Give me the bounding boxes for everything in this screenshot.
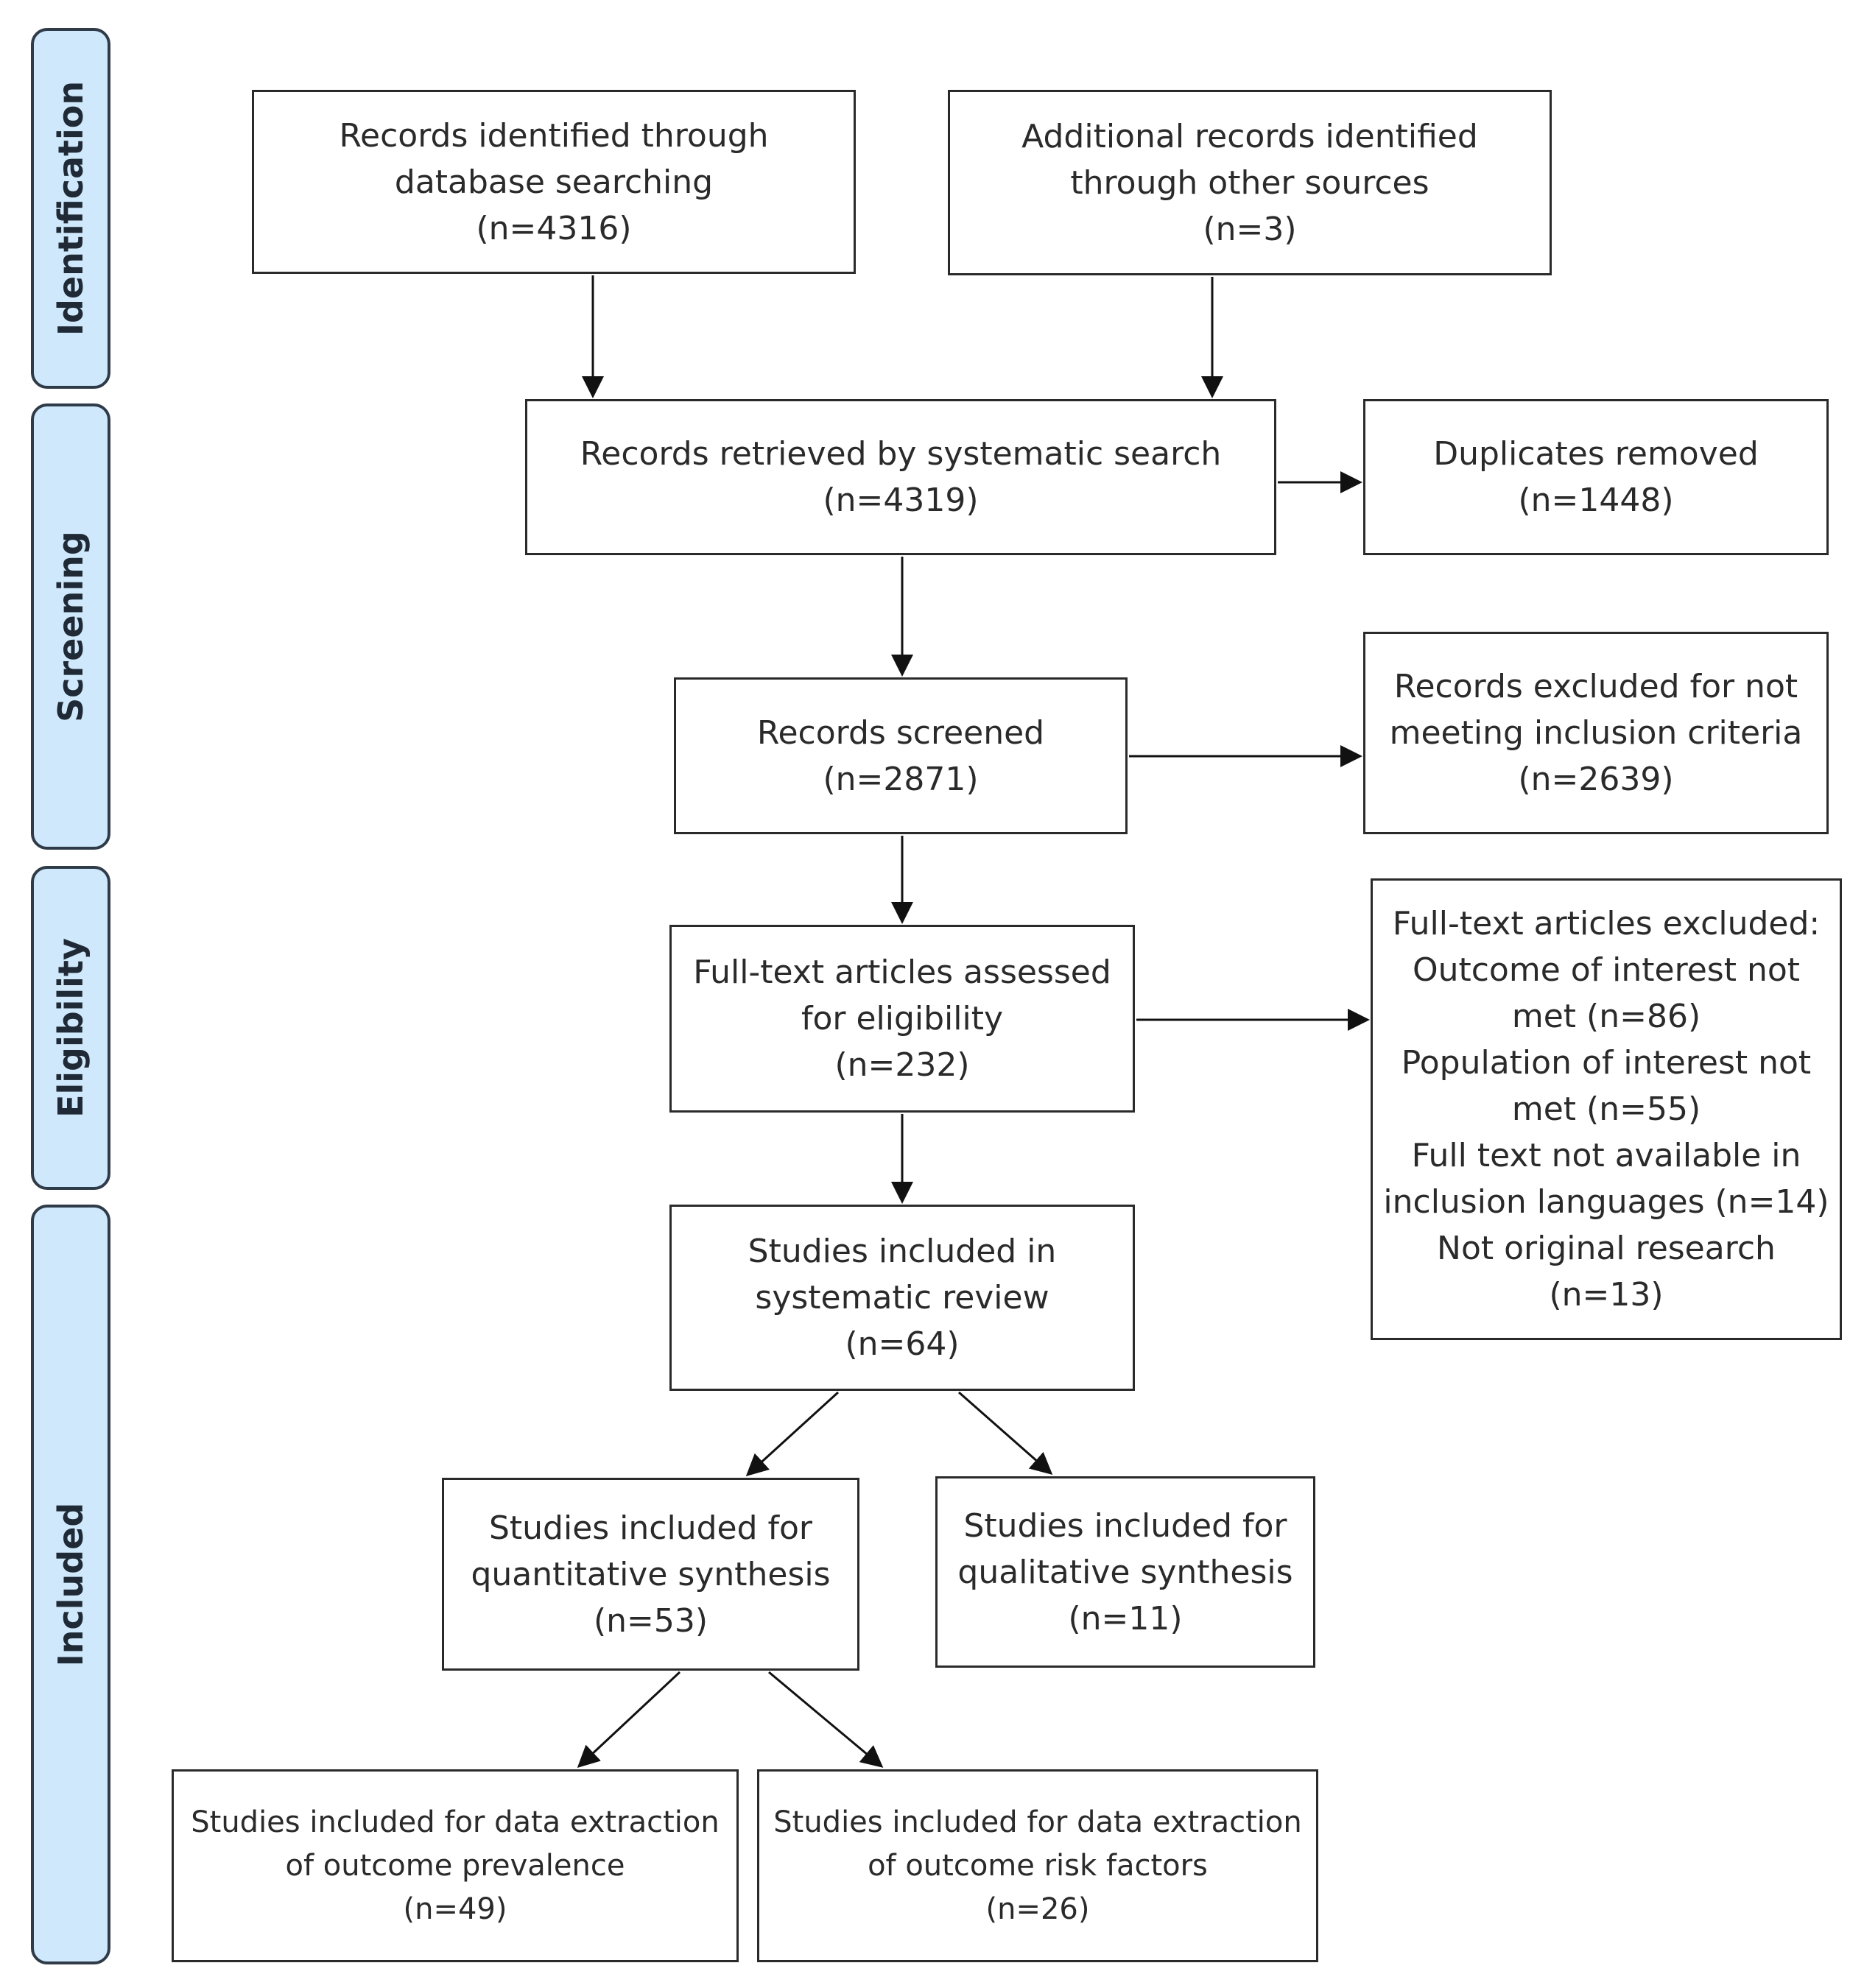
box-records-retrieved: Records retrieved by systematic search (… — [525, 399, 1276, 555]
box-duplicates-removed: Duplicates removed (n=1448) — [1363, 399, 1829, 555]
box-outcome-prevalence-text: Studies included for data extraction of … — [191, 1805, 720, 1926]
box-qualitative-synthesis: Studies included for qualitative synthes… — [935, 1476, 1315, 1668]
box-records-excluded: Records excluded for not meeting inclusi… — [1363, 632, 1829, 834]
arrow-review-to-qualitative — [958, 1391, 1053, 1475]
phase-screening: Screening — [31, 403, 110, 850]
box-fulltext-excluded: Full-text articles excluded: Outcome of … — [1371, 878, 1842, 1340]
box-outcome-risk-factors: Studies included for data extraction of … — [757, 1769, 1318, 1962]
box-records-excluded-text: Records excluded for not meeting inclusi… — [1389, 668, 1803, 798]
box-outcome-risk-factors-text: Studies included for data extraction of … — [773, 1805, 1302, 1926]
box-quantitative-synthesis-text: Studies included for quantitative synthe… — [471, 1509, 831, 1640]
arrow-quantitative-to-prevalence — [577, 1671, 681, 1769]
box-duplicates-removed-text: Duplicates removed (n=1448) — [1433, 435, 1759, 519]
box-database-search: Records identified through database sear… — [252, 90, 856, 274]
box-other-sources-text: Additional records identified through ot… — [1021, 117, 1478, 248]
box-fulltext-excluded-text: Full-text articles excluded: Outcome of … — [1383, 905, 1829, 1314]
box-records-retrieved-text: Records retrieved by systematic search (… — [580, 435, 1222, 519]
phase-eligibility: Eligibility — [31, 866, 110, 1190]
box-database-search-text: Records identified through database sear… — [339, 116, 769, 247]
box-quantitative-synthesis: Studies included for quantitative synthe… — [442, 1478, 859, 1671]
phase-identification: Identification — [31, 28, 110, 389]
box-records-screened-text: Records screened (n=2871) — [756, 713, 1045, 798]
arrow-review-to-quantitative — [745, 1391, 840, 1477]
box-systematic-review-text: Studies included in systematic review (n… — [748, 1233, 1057, 1363]
box-records-screened: Records screened (n=2871) — [674, 677, 1128, 834]
phase-included: Included — [31, 1205, 110, 1964]
box-fulltext-assessed-text: Full-text articles assessed for eligibil… — [693, 954, 1111, 1084]
box-systematic-review: Studies included in systematic review (n… — [669, 1205, 1135, 1391]
arrow-quantitative-to-risk-factors — [768, 1671, 884, 1768]
box-fulltext-assessed: Full-text articles assessed for eligibil… — [669, 925, 1135, 1113]
box-other-sources: Additional records identified through ot… — [948, 90, 1552, 275]
box-outcome-prevalence: Studies included for data extraction of … — [172, 1769, 739, 1962]
box-qualitative-synthesis-text: Studies included for qualitative synthes… — [957, 1506, 1293, 1638]
